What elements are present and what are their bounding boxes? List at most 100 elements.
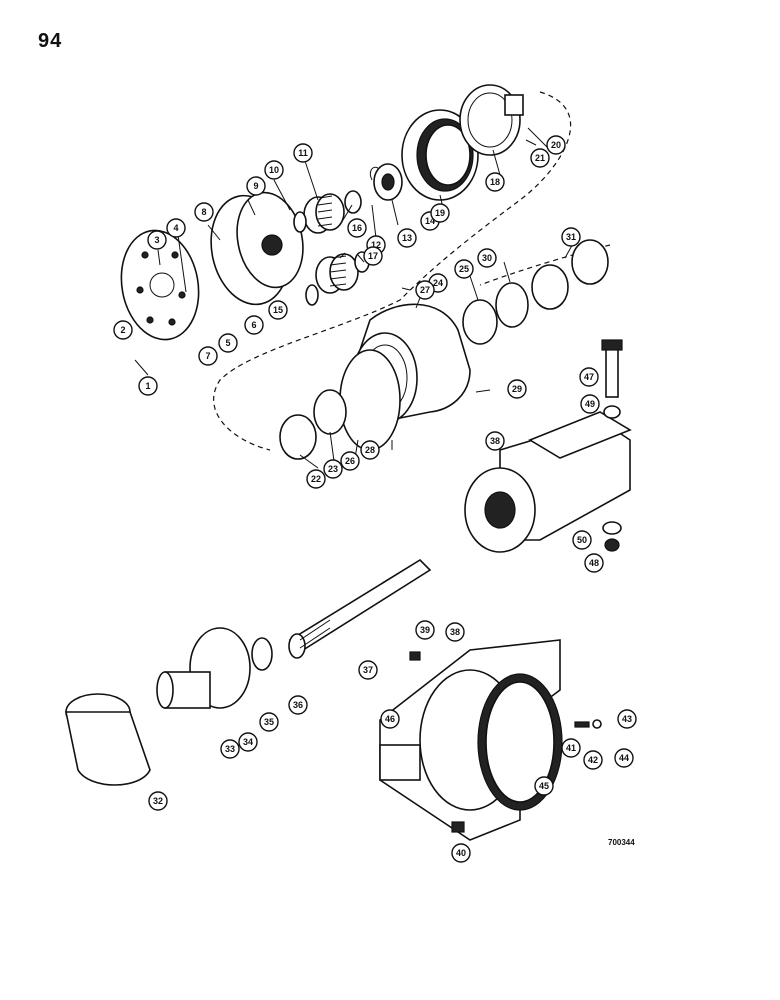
callout-label: 25: [459, 264, 469, 274]
u-bolt: [601, 339, 623, 398]
callout-label: 40: [456, 848, 466, 858]
bearing-cup-25: [462, 299, 498, 345]
callout-label: 18: [490, 177, 500, 187]
callout-11: 11: [293, 143, 313, 163]
callout-47: 47: [579, 367, 599, 387]
callout-6: 6: [244, 315, 264, 335]
callout-label: 4: [173, 223, 178, 233]
callout-30: 30: [477, 248, 497, 268]
planet-carrier: [210, 191, 304, 306]
thrust-washer-12: [344, 190, 362, 214]
callout-label: 15: [273, 305, 283, 315]
callout-label: 23: [328, 464, 338, 474]
callout-label: 8: [201, 207, 206, 217]
gear-hub: [459, 84, 524, 156]
stud-washer: [592, 719, 602, 729]
callout-39: 39: [415, 620, 435, 640]
washer-50: [602, 521, 622, 535]
callout-18: 18: [485, 172, 505, 192]
callout-label: 30: [482, 253, 492, 263]
callout-label: 38: [490, 436, 500, 446]
callout-48: 48: [584, 553, 604, 573]
callout-9: 9: [246, 176, 266, 196]
callout-34: 34: [238, 732, 258, 752]
callout-label: 12: [371, 240, 381, 250]
sun-gear: [369, 163, 403, 201]
callout-label: 14: [425, 216, 435, 226]
bearing-cup-31b: [571, 239, 609, 285]
callout-15: 15: [268, 300, 288, 320]
drain-plug: [451, 821, 465, 833]
callout-label: 20: [551, 140, 561, 150]
callout-label: 36: [293, 700, 303, 710]
callout-2: 2: [113, 320, 133, 340]
callout-45: 45: [534, 776, 554, 796]
callout-5: 5: [218, 333, 238, 353]
callout-label: 29: [512, 384, 522, 394]
callout-label: 17: [368, 251, 378, 261]
planet-gear-lower: [315, 253, 359, 294]
callout-label: 38: [450, 627, 460, 637]
callout-label: 46: [385, 714, 395, 724]
callout-50: 50: [572, 530, 592, 550]
callout-label: 5: [225, 338, 230, 348]
callout-label: 11: [298, 148, 308, 158]
axle-flange: [156, 627, 251, 709]
callout-label: 2: [120, 325, 125, 335]
fill-plug: [409, 651, 421, 661]
callout-label: 50: [577, 535, 587, 545]
callout-label: 16: [352, 223, 362, 233]
assembly-path-upper: [479, 244, 611, 286]
callout-label: 39: [420, 625, 430, 635]
reference-code: 700344: [608, 838, 635, 847]
callout-27: 27: [415, 280, 435, 300]
callout-label: 35: [264, 717, 274, 727]
ring-gear: [401, 109, 479, 201]
callout-label: 42: [588, 755, 598, 765]
callout-label: 13: [402, 233, 412, 243]
callout-label: 32: [153, 796, 163, 806]
callout-label: 19: [435, 208, 445, 218]
callout-36: 36: [288, 695, 308, 715]
callout-label: 49: [585, 399, 595, 409]
callout-label: 44: [619, 753, 629, 763]
callout-label: 24: [433, 278, 443, 288]
callout-7: 7: [198, 346, 218, 366]
hub-seal: [339, 349, 401, 451]
callout-35: 35: [259, 712, 279, 732]
callout-33: 33: [220, 739, 240, 759]
callout-28: 28: [360, 440, 380, 460]
callout-38: 38: [445, 622, 465, 642]
callout-20: 20: [546, 135, 566, 155]
callout-31: 31: [561, 227, 581, 247]
callout-label: 21: [535, 153, 545, 163]
callout-label: 3: [154, 235, 159, 245]
callout-label: 41: [566, 743, 576, 753]
callout-label: 9: [253, 181, 258, 191]
callout-26: 26: [340, 451, 360, 471]
callout-29: 29: [507, 379, 527, 399]
callout-19: 19: [430, 203, 450, 223]
callout-25: 25: [454, 259, 474, 279]
callout-43: 43: [617, 709, 637, 729]
washer-48: [603, 405, 621, 419]
stud: [574, 721, 590, 728]
callout-label: 28: [365, 445, 375, 455]
callout-42: 42: [583, 750, 603, 770]
planet-gear-upper: [303, 193, 345, 234]
thrust-washer-upper: [293, 211, 307, 233]
bearing-cone-22: [279, 414, 317, 460]
callout-32: 32: [148, 791, 168, 811]
callout-label: 45: [539, 781, 549, 791]
callout-17: 17: [363, 246, 383, 266]
callout-8: 8: [194, 202, 214, 222]
callout-16: 16: [347, 218, 367, 238]
callout-22: 22: [306, 469, 326, 489]
callout-41: 41: [561, 738, 581, 758]
callout-40: 40: [451, 843, 471, 863]
callout-1: 1: [138, 376, 158, 396]
callout-37: 37: [358, 660, 378, 680]
callout-label: 47: [584, 372, 594, 382]
bearing-cup-23: [313, 389, 347, 435]
